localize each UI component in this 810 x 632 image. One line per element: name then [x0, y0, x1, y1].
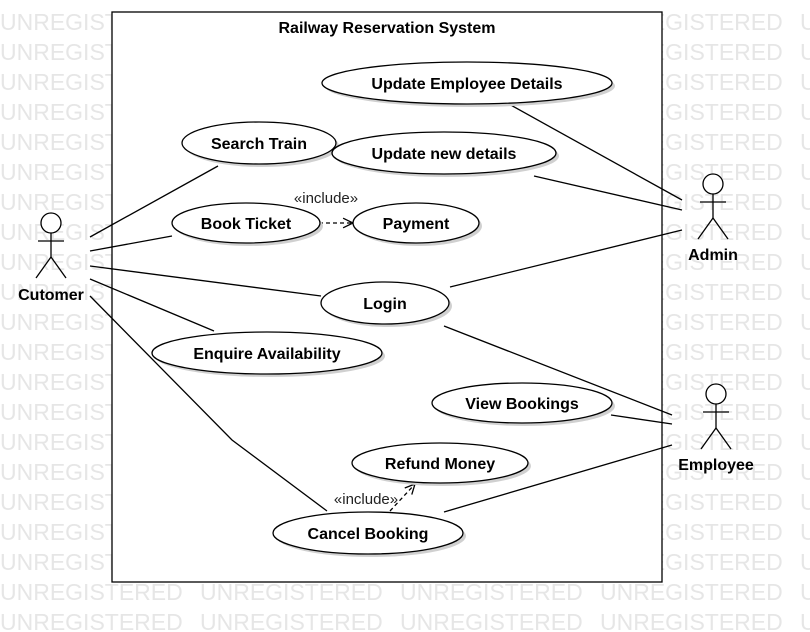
use-case-ellipse[interactable]	[272, 511, 464, 555]
actor-head	[702, 173, 724, 195]
use-case-ellipse[interactable]	[151, 331, 383, 375]
watermark-text: UNREGISTERED	[400, 609, 583, 632]
watermark-text: UNREGISTERED	[400, 579, 583, 605]
watermark-text: UNREGISTERED	[800, 69, 810, 95]
actor-admin[interactable]: Admin	[688, 173, 738, 264]
use-case-label: Enquire Availability	[193, 346, 340, 363]
use-case-update-employee-details[interactable]: Update Employee Details	[321, 61, 615, 107]
watermark-text: UNREGISTERED	[800, 609, 810, 632]
watermark-text: UNREGISTERED	[800, 99, 810, 125]
include-label: «include»	[334, 491, 398, 508]
actor-left-leg	[697, 217, 714, 240]
watermark-text: UNREGISTERED	[800, 9, 810, 35]
use-case-label: Login	[363, 296, 407, 313]
stick-figure-icon	[697, 173, 729, 240]
association-admin-update-employee-details	[506, 102, 683, 201]
association-employee-cancel-booking	[443, 444, 673, 513]
include-label: «include»	[294, 190, 358, 207]
watermark-text: UNREGISTERED	[800, 39, 810, 65]
stick-figure-icon	[700, 383, 732, 450]
use-case-label: Cancel Booking	[308, 526, 429, 543]
association-customer-enquire-availability	[89, 278, 215, 332]
watermark-text: UNREGISTERED	[800, 219, 810, 245]
actor-head	[40, 212, 62, 234]
use-case-label: Update Employee Details	[371, 76, 562, 93]
use-case-label: View Bookings	[465, 396, 579, 413]
use-case-enquire-availability[interactable]: Enquire Availability	[151, 331, 385, 377]
use-case-label: Book Ticket	[201, 216, 292, 233]
watermark-text: UNREGISTERED	[800, 189, 810, 215]
watermark-text: UNREGISTERED	[800, 579, 810, 605]
use-case-label: Payment	[383, 216, 450, 233]
watermark-text: UNREGISTERED	[800, 519, 810, 545]
watermark-text: UNREGISTERED	[200, 609, 383, 632]
actor-label: Employee	[678, 457, 754, 474]
use-case-view-bookings[interactable]: View Bookings	[431, 382, 615, 426]
association-admin-login	[449, 229, 683, 288]
use-case-search-train[interactable]: Search Train	[181, 121, 339, 167]
watermark-text: UNREGISTERED	[800, 549, 810, 575]
use-case-ellipse[interactable]	[331, 131, 557, 175]
use-case-ellipse[interactable]	[181, 121, 337, 165]
watermark-text: UNREGISTERED	[800, 279, 810, 305]
use-case-cancel-booking[interactable]: Cancel Booking	[272, 511, 466, 557]
watermark-text: UNREGISTERED	[800, 459, 810, 485]
association-customer-cancel-booking	[89, 295, 328, 512]
actor-right-leg	[715, 427, 732, 450]
use-case-ellipse[interactable]	[320, 281, 450, 325]
use-case-label: Refund Money	[385, 456, 495, 473]
watermark-text: UNREGISTERED	[800, 369, 810, 395]
actor-employee[interactable]: Employee	[678, 383, 754, 474]
association-admin-update-new-details	[533, 175, 683, 211]
watermark-text: UNREGISTERED	[800, 429, 810, 455]
actor-customer[interactable]: Cutomer	[18, 212, 84, 304]
use-case-ellipse[interactable]	[321, 61, 613, 105]
use-case-payment[interactable]: Payment	[352, 202, 482, 246]
stick-figure-icon	[35, 212, 67, 279]
watermark-text: UNREGISTERED	[800, 159, 810, 185]
association-layer	[89, 102, 683, 513]
actor-left-leg	[35, 256, 52, 279]
watermark-text: UNREGISTERED	[0, 609, 183, 632]
watermark-text: UNREGISTERED	[800, 489, 810, 515]
use-case-label: Search Train	[211, 136, 307, 153]
use-case-book-ticket[interactable]: Book Ticket	[171, 202, 323, 246]
use-case-ellipse[interactable]	[171, 202, 321, 244]
include-line	[389, 483, 416, 512]
watermark-text: UNREGISTERED	[600, 579, 783, 605]
watermark-text: UNREGISTERED	[800, 339, 810, 365]
use-case-ellipse[interactable]	[351, 442, 529, 484]
use-case-label: Update new details	[372, 146, 517, 163]
use-case-ellipse[interactable]	[431, 382, 613, 424]
actor-right-leg	[712, 217, 729, 240]
actor-label: Cutomer	[18, 287, 84, 304]
actor-label: Admin	[688, 247, 738, 264]
use-case-ellipse[interactable]	[352, 202, 480, 244]
system-title: Railway Reservation System	[279, 20, 496, 37]
use-case-refund-money[interactable]: Refund Money	[351, 442, 531, 486]
include-layer: «include» «include»	[294, 190, 417, 512]
watermark-text: UNREGISTERED	[0, 579, 183, 605]
watermark-text: UNREGISTERED	[800, 399, 810, 425]
association-customer-login	[89, 265, 322, 297]
watermark-text: UNREGISTERED	[800, 129, 810, 155]
association-customer-book-ticket	[89, 235, 173, 252]
actor-head	[705, 383, 727, 405]
watermark-text: UNREGISTERED	[800, 309, 810, 335]
watermark-text: UNREGISTERED	[800, 249, 810, 275]
actor-left-leg	[700, 427, 717, 450]
association-customer-search-train	[89, 165, 219, 238]
actor-right-leg	[50, 256, 67, 279]
use-case-update-new-details[interactable]: Update new details	[331, 131, 559, 177]
association-employee-login	[443, 325, 673, 416]
association-employee-view-bookings	[610, 414, 673, 425]
use-case-login[interactable]: Login	[320, 281, 452, 327]
watermark-text: UNREGISTERED	[200, 579, 383, 605]
watermark-text: UNREGISTERED	[600, 609, 783, 632]
